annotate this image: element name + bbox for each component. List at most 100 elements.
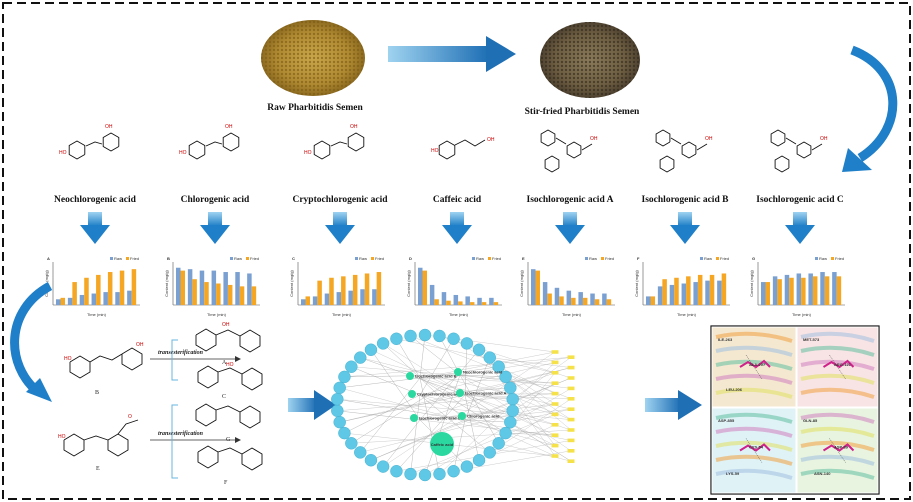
target-node-7 bbox=[492, 360, 505, 373]
compound-node-4 bbox=[456, 389, 464, 397]
bar-raw-5 bbox=[103, 292, 108, 305]
legend-fried: Fried bbox=[720, 256, 729, 261]
curved-arrow-left bbox=[10, 282, 53, 402]
svg-text:OH: OH bbox=[225, 124, 233, 130]
legend-raw: Raw bbox=[114, 256, 122, 261]
x-axis-label: Time (min) bbox=[449, 312, 469, 317]
target-node-15 bbox=[483, 446, 496, 459]
compound-node-label-1: Isochlorogenic acid B bbox=[415, 374, 457, 379]
compound-node-6 bbox=[458, 412, 466, 420]
target-node-4 bbox=[460, 337, 474, 350]
bar-raw-6 bbox=[705, 280, 710, 305]
bar-raw-5 bbox=[223, 272, 228, 305]
target-node-20 bbox=[418, 468, 432, 482]
compound-name-6: Isochlorogenic acid B bbox=[642, 195, 730, 205]
pathway-node-1 bbox=[551, 350, 559, 354]
target-node-16 bbox=[472, 454, 486, 467]
svg-text:HO: HO bbox=[58, 434, 66, 440]
bar-fried-6 bbox=[709, 274, 715, 305]
x-axis-label: Time (min) bbox=[792, 312, 812, 317]
svg-text:HO: HO bbox=[304, 150, 312, 156]
bar-fried-1 bbox=[180, 270, 186, 305]
y-axis-label: Content (mg/g) bbox=[749, 269, 754, 296]
compound-name-1: Neochlorogenic acid bbox=[54, 195, 137, 205]
bar-raw-7 bbox=[832, 272, 837, 305]
bar-fried-6 bbox=[364, 273, 370, 305]
bar-raw-2 bbox=[657, 286, 663, 305]
y-axis-label: Content (mg/g) bbox=[164, 269, 169, 296]
target-node-32 bbox=[338, 370, 351, 384]
svg-text:HO: HO bbox=[431, 148, 439, 154]
curved-arrow-right bbox=[842, 45, 898, 172]
bar-raw-3 bbox=[784, 274, 790, 305]
bar-fried-3 bbox=[329, 277, 334, 305]
svg-text:HO: HO bbox=[179, 150, 187, 156]
pathway-node-2 bbox=[567, 355, 575, 359]
seed-transform-arrow bbox=[388, 36, 516, 72]
bar-fried-2 bbox=[547, 293, 552, 305]
y-axis-label: Content (mg/g) bbox=[406, 269, 411, 296]
bar-fried-7 bbox=[606, 299, 612, 305]
bar-fried-5 bbox=[107, 272, 113, 305]
bar-fried-3 bbox=[84, 277, 89, 305]
legend-fried: Fried bbox=[492, 256, 501, 261]
compound-name-3: Cryptochlorogenic acid bbox=[292, 195, 388, 205]
pathway-node-12 bbox=[567, 407, 575, 411]
target-node-17 bbox=[460, 460, 474, 473]
residue-label: ILE-263 bbox=[718, 337, 733, 342]
molecule-sketch-5: OH bbox=[540, 129, 598, 173]
bar-raw-3 bbox=[324, 293, 330, 305]
bar-fried-5 bbox=[469, 302, 475, 305]
bar-fried-7 bbox=[493, 302, 499, 305]
target-node-31 bbox=[333, 381, 346, 395]
y-axis-label: Content (mg/g) bbox=[289, 269, 294, 296]
target-node-25 bbox=[354, 446, 367, 459]
bar-fried-1 bbox=[422, 270, 428, 305]
compound-node-label-6: Chlorogenic acid bbox=[467, 414, 500, 419]
pathway-node-4 bbox=[567, 365, 575, 370]
residue-label: ASP-89 bbox=[834, 445, 849, 450]
caffeic-acid-node bbox=[430, 432, 454, 456]
svg-text:OH: OH bbox=[136, 342, 144, 348]
raw-seed-pile bbox=[261, 20, 365, 96]
down-arrow-4 bbox=[442, 212, 472, 244]
chart-panel-label: F bbox=[637, 256, 640, 261]
compound-name-2: Chlorogenic acid bbox=[181, 195, 250, 205]
svg-text:OH: OH bbox=[350, 124, 358, 130]
product-g-structure bbox=[195, 403, 261, 429]
bar-raw-3 bbox=[669, 284, 675, 305]
y-axis-label: Content (mg/g) bbox=[634, 269, 639, 296]
bar-raw-6 bbox=[820, 272, 825, 305]
bar-fried-7 bbox=[376, 272, 382, 305]
pathway-node-8 bbox=[567, 386, 575, 391]
legend-fried: Fried bbox=[835, 256, 844, 261]
bar-raw-7 bbox=[489, 297, 494, 305]
target-node-10 bbox=[506, 393, 519, 406]
bar-raw-4 bbox=[681, 283, 687, 305]
bar-fried-1 bbox=[305, 296, 311, 305]
bar-fried-2 bbox=[72, 282, 77, 305]
pathway-node-7 bbox=[551, 381, 559, 385]
bar-fried-2 bbox=[434, 299, 439, 305]
bar-fried-3 bbox=[674, 277, 679, 305]
target-node-6 bbox=[483, 351, 496, 364]
pathway-node-18 bbox=[567, 438, 575, 443]
bar-fried-5 bbox=[697, 274, 703, 305]
x-axis-label: Time (min) bbox=[87, 312, 107, 317]
target-node-34 bbox=[354, 351, 367, 364]
target-node-33 bbox=[345, 360, 358, 373]
legend-fried: Fried bbox=[375, 256, 384, 261]
pathway-node-6 bbox=[567, 376, 575, 380]
